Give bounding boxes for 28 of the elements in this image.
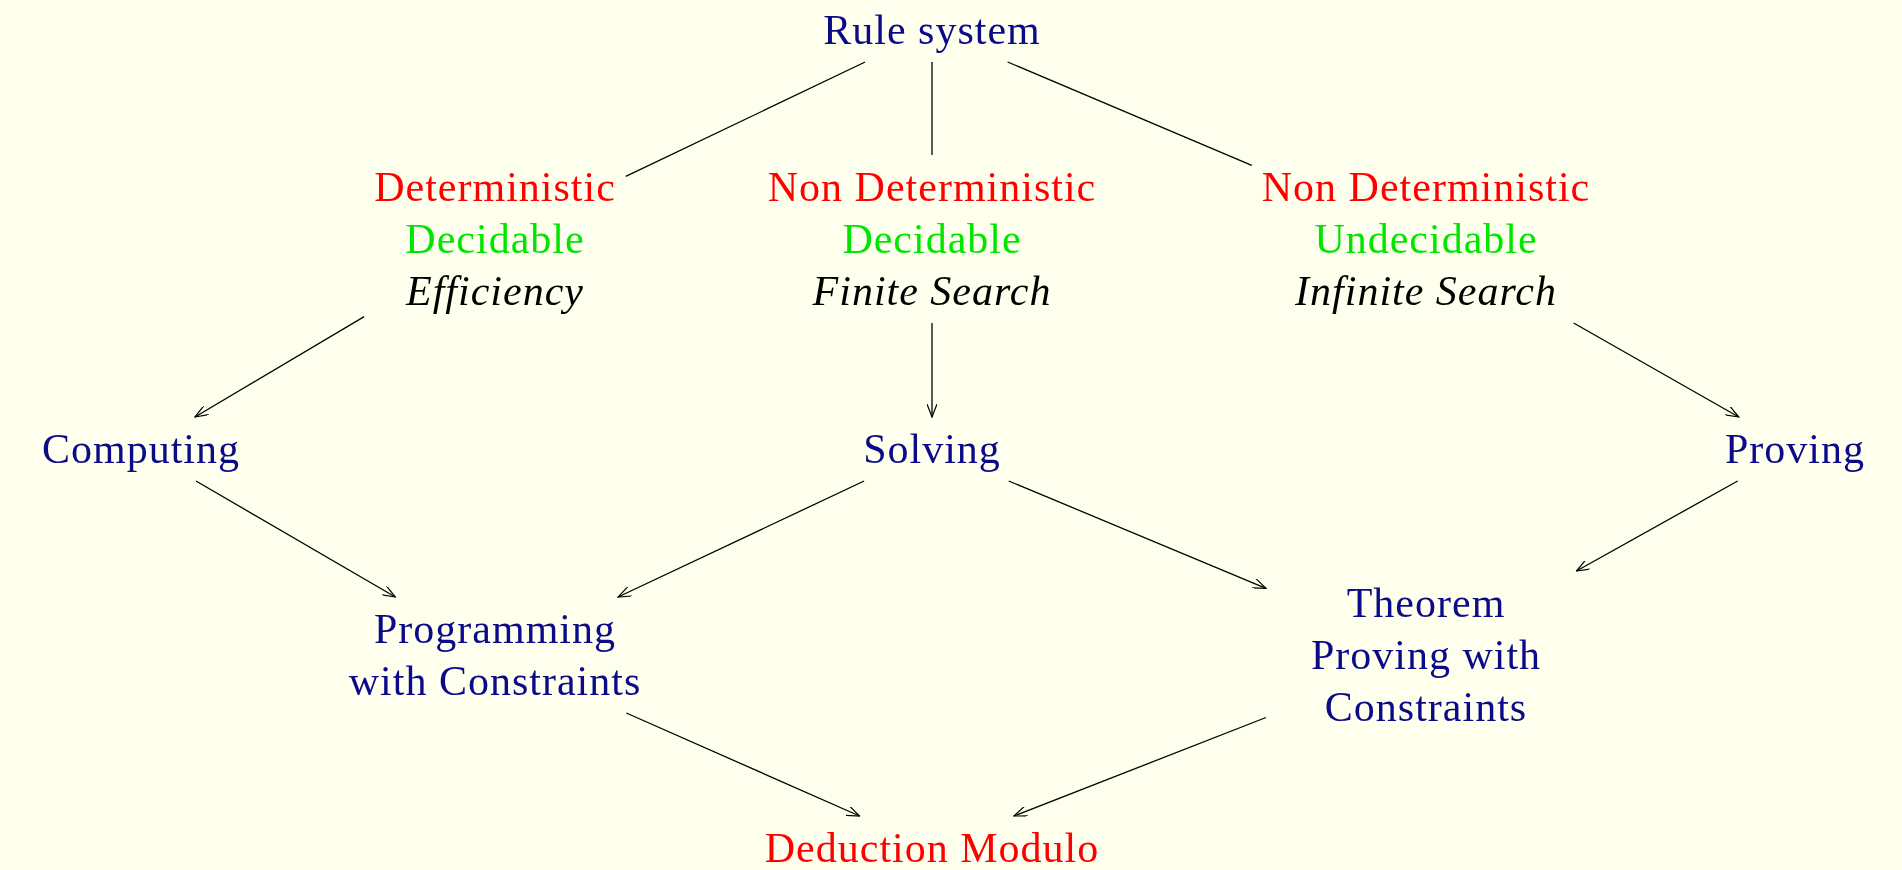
node-label: Solving bbox=[863, 425, 1001, 474]
arrow bbox=[617, 480, 865, 598]
node-title: Non Deterministic bbox=[767, 163, 1097, 212]
connector-line bbox=[1007, 61, 1253, 166]
node-label: Rule system bbox=[823, 6, 1041, 55]
node-title: Non Deterministic bbox=[1261, 163, 1591, 212]
arrow bbox=[1572, 322, 1740, 418]
arrow bbox=[926, 322, 938, 418]
node-label: Proving bbox=[1725, 425, 1865, 474]
node-note: Infinite Search bbox=[1294, 267, 1558, 316]
arrow bbox=[1013, 716, 1267, 817]
node-label: Programming with Constraints bbox=[347, 605, 643, 706]
node-label: Deduction Modulo bbox=[764, 824, 1100, 870]
node-note: Finite Search bbox=[811, 267, 1053, 316]
arrow bbox=[1008, 480, 1267, 589]
arrow bbox=[1575, 480, 1739, 572]
node-subtitle: Decidable bbox=[841, 215, 1023, 264]
node-note: Efficiency bbox=[404, 267, 585, 316]
arrow bbox=[195, 480, 396, 598]
node-label: Computing bbox=[42, 425, 240, 474]
arrow bbox=[194, 315, 365, 418]
arrow bbox=[625, 712, 861, 817]
node-subtitle: Undecidable bbox=[1313, 215, 1539, 264]
connector-line bbox=[931, 61, 933, 156]
node-subtitle: Decidable bbox=[404, 215, 586, 264]
node-label: Theorem Proving with Constraints bbox=[1309, 579, 1543, 732]
connector-line bbox=[625, 61, 866, 178]
node-title: Deterministic bbox=[374, 163, 616, 212]
